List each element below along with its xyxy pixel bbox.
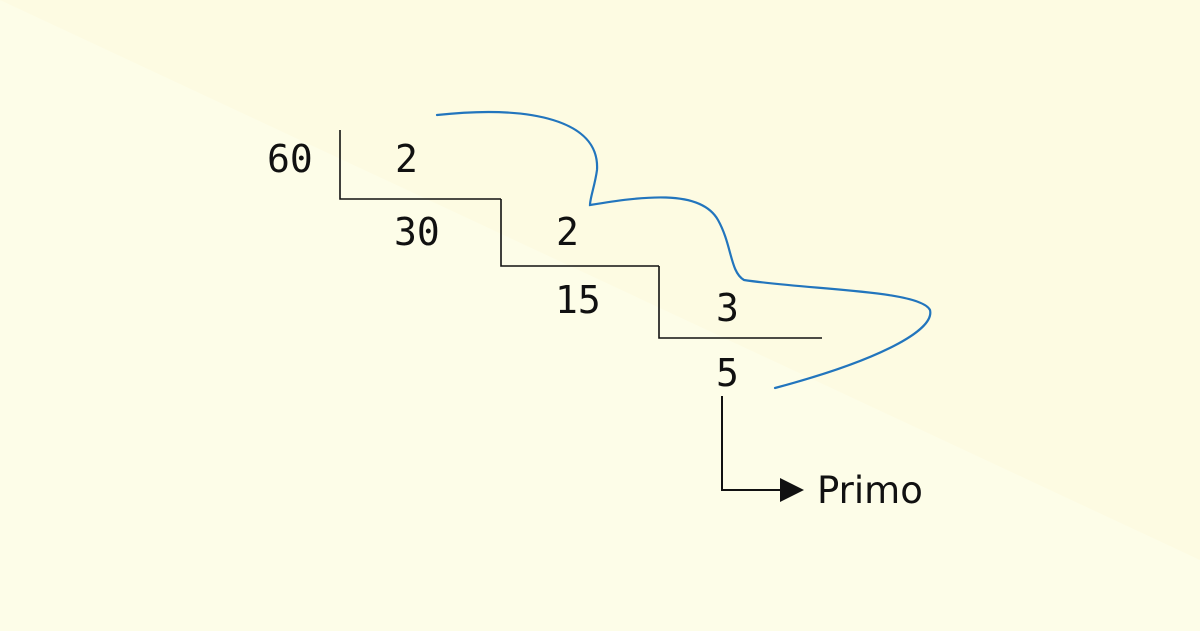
- prime-pointer: [721, 396, 804, 502]
- divisor-2-second: 2: [556, 210, 579, 254]
- step-line-2: [500, 199, 659, 267]
- divisor-2-first: 2: [395, 137, 418, 181]
- connector-curve: [435, 110, 932, 390]
- step-line-3: [658, 266, 822, 339]
- dividend-15: 15: [555, 278, 601, 322]
- dividend-30: 30: [394, 210, 440, 254]
- pointer-line: [721, 396, 782, 491]
- arrow-right-icon: [780, 478, 804, 502]
- dividend-60: 60: [267, 137, 313, 181]
- divisor-3: 3: [716, 286, 739, 330]
- primo-label: Primo: [817, 469, 923, 512]
- step-line-1: [339, 130, 501, 200]
- division-ladder: [339, 130, 822, 339]
- dividend-5: 5: [716, 351, 739, 395]
